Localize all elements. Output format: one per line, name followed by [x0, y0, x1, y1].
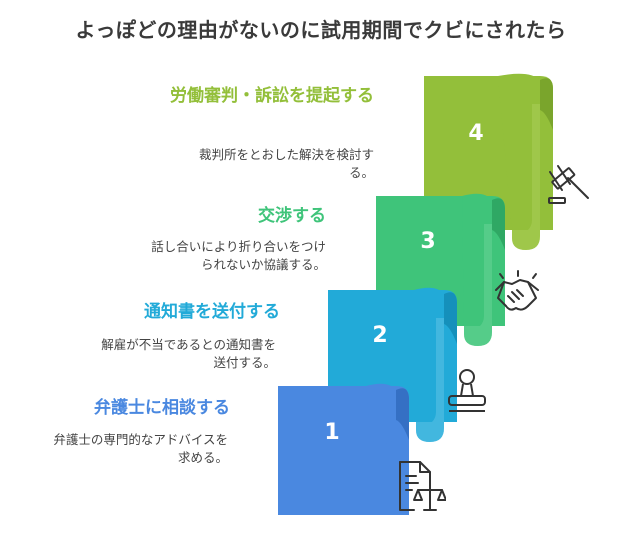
stamp-icon [448, 369, 486, 412]
step-2-number: 2 [372, 323, 388, 348]
step-2-heading: 通知書を送付する [144, 302, 280, 322]
step-4-number: 4 [468, 121, 484, 146]
step-4-description: 裁判所をとおした解決を検討する。 [198, 147, 374, 180]
step-2-description: 解雇が不当であるとの通知書を送付する。 [101, 337, 276, 370]
step-3-heading: 交渉する [258, 206, 326, 226]
ribbon-step-4 [424, 73, 553, 250]
handshake-icon [495, 270, 539, 311]
step-1-heading: 弁護士に相談する [94, 398, 230, 418]
step-1-description: 弁護士の専門的なアドバイスを求める。 [53, 432, 228, 465]
ribbon-step-1 [278, 383, 409, 515]
document-scales-icon [399, 461, 446, 511]
gavel-icon [548, 165, 589, 204]
page-title: よっぽどの理由がないのに試用期間でクビにされたら [75, 18, 567, 42]
step-3-number: 3 [420, 229, 436, 254]
step-3-description: 話し合いにより折り合いをつけられないか協議する。 [151, 239, 326, 272]
step-1-number: 1 [324, 420, 340, 445]
step-4-heading: 労働審判・訴訟を提起する [170, 86, 374, 106]
